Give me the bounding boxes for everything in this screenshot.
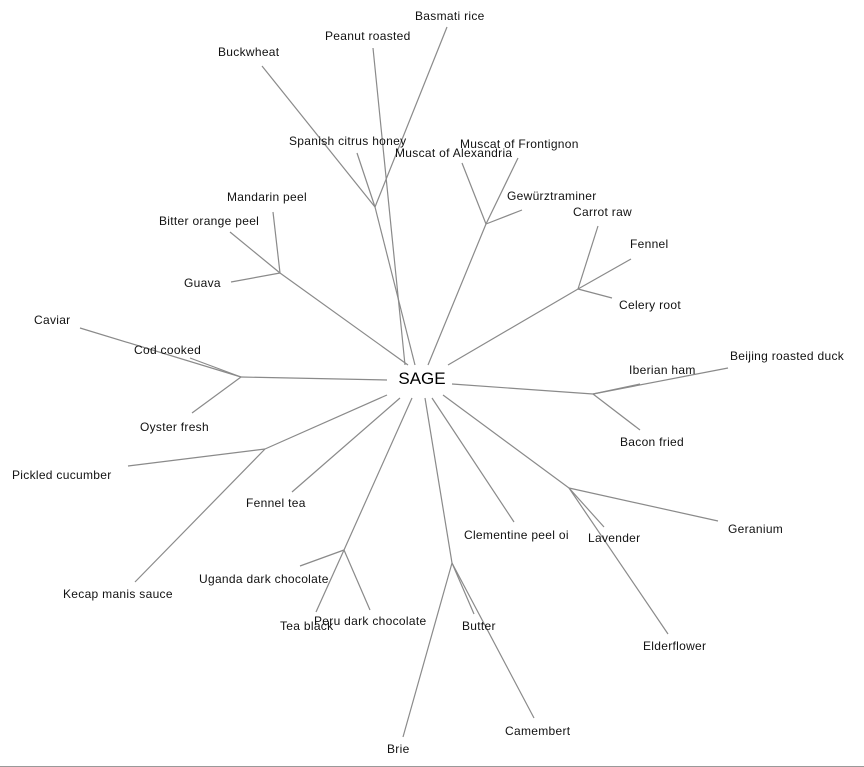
leaf-label-clementine: Clementine peel oi — [464, 528, 569, 542]
tree-edge — [261, 65, 376, 208]
tree-edge — [127, 448, 266, 467]
leaf-label-uganda: Uganda dark chocolate — [199, 572, 329, 586]
tree-edge — [577, 225, 599, 290]
tree-edge — [191, 376, 242, 414]
tree-edge — [374, 26, 448, 208]
tree-edge — [485, 157, 519, 225]
leaf-label-carrot: Carrot raw — [573, 205, 632, 219]
tree-edge — [461, 162, 487, 225]
tree-edge — [315, 549, 345, 613]
leaf-label-beijing: Beijing roasted duck — [730, 349, 845, 363]
leaf-label-fennel-tea: Fennel tea — [246, 496, 306, 510]
root-node-label: SAGE — [398, 369, 445, 388]
leaf-label-iberian: Iberian ham — [629, 363, 696, 377]
leaf-label-pickled: Pickled cucumber — [12, 468, 112, 482]
tree-edge — [592, 393, 641, 431]
tree-edge — [568, 487, 719, 522]
leaf-label-oyster: Oyster fresh — [140, 420, 209, 434]
tree-edge — [577, 288, 613, 299]
tree-edge — [485, 209, 523, 225]
leaf-label-muscat-a: Muscat of Alexandria — [395, 146, 512, 160]
tree-edge — [264, 394, 388, 450]
leaf-label-gewurz: Gewürztraminer — [507, 189, 597, 203]
tree-edge — [134, 448, 266, 583]
leaf-label-bacon: Bacon fried — [620, 435, 684, 449]
leaf-label-kecap: Kecap manis sauce — [63, 587, 173, 601]
leaf-label-tea-black: Tea black — [280, 619, 334, 633]
leaf-label-camembert: Camembert — [505, 724, 571, 738]
tree-edge — [431, 397, 515, 523]
tree-edge — [427, 223, 487, 366]
tree-edges — [79, 26, 729, 738]
leaf-label-muscat-f: Muscat of Frontignon — [460, 137, 579, 151]
tree-edge — [343, 397, 413, 551]
leaf-label-mandarin: Mandarin peel — [227, 190, 307, 204]
leaf-label-geranium: Geranium — [728, 522, 783, 536]
leaf-label-guava: Guava — [184, 276, 221, 290]
tree-edge — [372, 47, 406, 366]
tree-edge — [291, 397, 401, 493]
leaf-label-bitter: Bitter orange peel — [159, 214, 259, 228]
tree-edge — [402, 562, 453, 738]
leaf-label-brie: Brie — [387, 742, 410, 756]
tree-edge — [79, 327, 242, 378]
tree-edge — [240, 376, 388, 381]
tree-edge — [568, 487, 605, 528]
tree-edge — [356, 152, 376, 208]
tree-edge — [451, 383, 594, 395]
tree-edge — [451, 562, 475, 615]
leaf-label-celery: Celery root — [619, 298, 681, 312]
leaf-label-elderflower: Elderflower — [643, 639, 706, 653]
tree-edge — [343, 549, 371, 611]
leaf-label-honey: Spanish citrus honey — [289, 134, 406, 148]
tree-edge — [229, 231, 281, 274]
leaf-label-lavender: Lavender — [588, 531, 640, 545]
tree-edge — [279, 272, 409, 366]
leaf-label-peru: Peru dark chocolate — [314, 614, 426, 628]
leaf-label-buckwheat: Buckwheat — [218, 45, 280, 59]
leaf-label-cod: Cod cooked — [134, 343, 201, 357]
leaf-label-fennel: Fennel — [630, 237, 669, 251]
tree-edge — [451, 562, 535, 719]
tree-edge — [374, 206, 416, 366]
leaf-label-caviar: Caviar — [34, 313, 70, 327]
tree-edge — [447, 288, 579, 366]
tree-edge — [568, 487, 669, 635]
tree-edge — [424, 397, 453, 564]
leaf-label-peanut: Peanut roasted — [325, 29, 411, 43]
tree-edge — [189, 357, 242, 378]
leaf-label-basmati: Basmati rice — [415, 9, 485, 23]
tree-edge — [272, 211, 281, 274]
tree-edge — [230, 272, 281, 283]
tree-edge — [442, 394, 570, 489]
tree-edge — [577, 258, 632, 290]
leaf-label-butter: Butter — [462, 619, 496, 633]
tree-edge — [592, 383, 641, 395]
tree-edge — [299, 549, 345, 567]
